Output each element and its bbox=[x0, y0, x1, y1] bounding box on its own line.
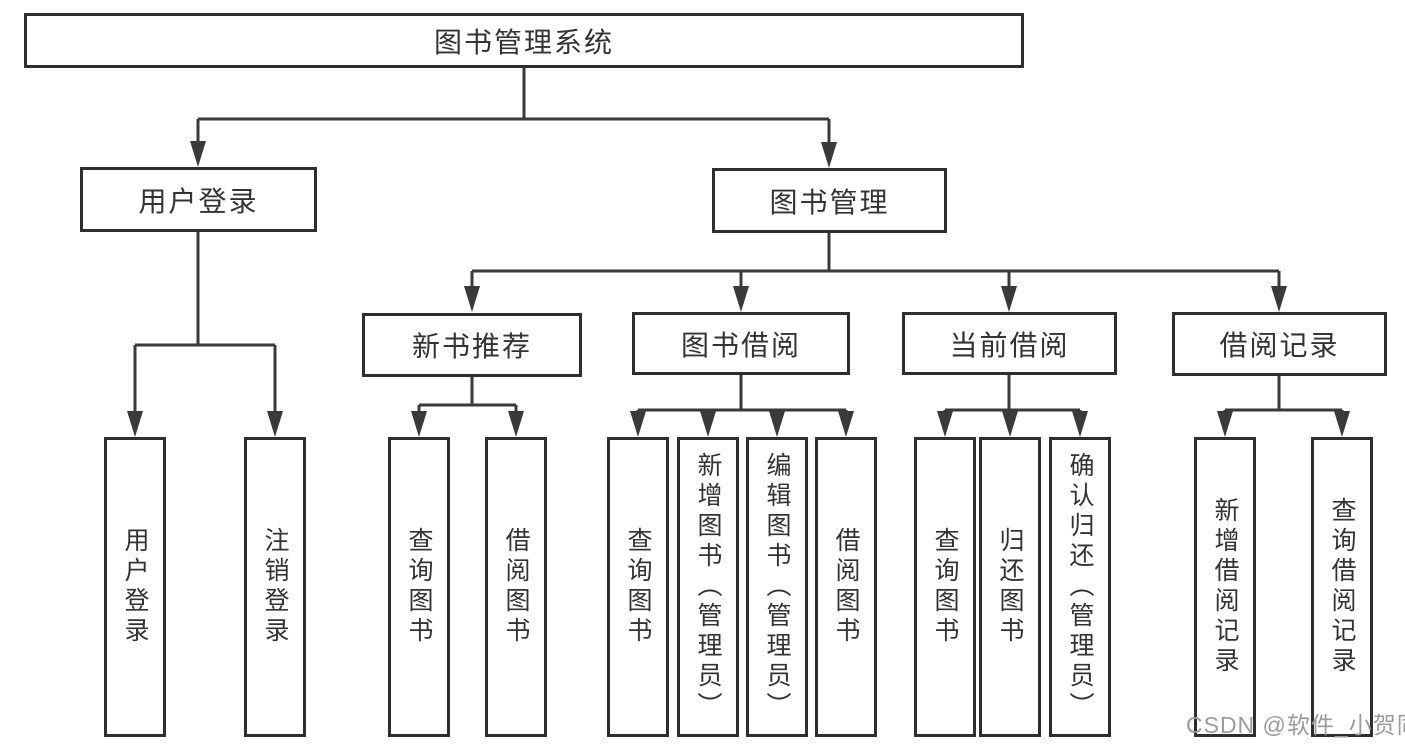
node-user-login-label: 用户登录 bbox=[138, 185, 259, 217]
leaf-edit-book-admin: 编辑图书（管理员） bbox=[746, 437, 808, 737]
leaf-query-books-current-label: 查询图书 bbox=[931, 527, 959, 647]
leaf-edit-book-admin-label: 编辑图书（管理员） bbox=[763, 452, 791, 722]
leaf-add-book-admin: 新增图书（管理员） bbox=[677, 437, 739, 737]
node-book-borrowing: 图书借阅 bbox=[632, 312, 850, 375]
leaf-confirm-return-admin: 确认归还（管理员） bbox=[1049, 437, 1111, 737]
node-root-label: 图书管理系统 bbox=[433, 26, 614, 58]
leaf-return-book: 归还图书 bbox=[979, 437, 1041, 737]
leaf-query-books-current: 查询图书 bbox=[914, 437, 976, 737]
node-borrowing-records-label: 借阅记录 bbox=[1219, 330, 1340, 361]
leaf-query-books-recommend: 查询图书 bbox=[388, 437, 450, 737]
leaf-query-books-recommend-label: 查询图书 bbox=[405, 527, 433, 647]
leaf-borrow-books-recommend: 借阅图书 bbox=[485, 437, 547, 737]
leaf-borrow-books-label: 借阅图书 bbox=[832, 527, 860, 647]
leaf-query-books-borrowing: 查询图书 bbox=[607, 437, 669, 737]
node-new-book-recommendation-label: 新书推荐 bbox=[411, 331, 532, 362]
leaf-logout: 注销登录 bbox=[244, 437, 306, 737]
leaf-query-borrow-record: 查询借阅记录 bbox=[1311, 437, 1373, 737]
node-current-borrowing-label: 当前借阅 bbox=[949, 329, 1070, 361]
leaf-borrow-books-recommend-label: 借阅图书 bbox=[502, 527, 530, 647]
node-new-book-recommendation: 新书推荐 bbox=[362, 313, 582, 377]
leaf-user-login: 用户登录 bbox=[104, 437, 166, 737]
arrowheads bbox=[127, 141, 1350, 437]
node-user-login: 用户登录 bbox=[80, 167, 317, 232]
leaf-query-books-borrowing-label: 查询图书 bbox=[624, 527, 652, 647]
leaf-add-borrow-record-label: 新增借阅记录 bbox=[1211, 497, 1239, 677]
node-current-borrowing: 当前借阅 bbox=[902, 312, 1117, 375]
leaf-add-book-admin-label: 新增图书（管理员） bbox=[694, 452, 722, 722]
node-book-management: 图书管理 bbox=[712, 168, 947, 233]
leaf-return-book-label: 归还图书 bbox=[996, 527, 1024, 647]
csdn-watermark: CSDN @软件_小贺同学 bbox=[1186, 712, 1405, 738]
leaf-confirm-return-admin-label: 确认归还（管理员） bbox=[1066, 452, 1094, 722]
node-root: 图书管理系统 bbox=[24, 13, 1024, 68]
node-book-borrowing-label: 图书借阅 bbox=[680, 329, 801, 361]
leaf-borrow-books: 借阅图书 bbox=[815, 437, 877, 737]
node-book-management-label: 图书管理 bbox=[769, 186, 890, 218]
leaf-logout-label: 注销登录 bbox=[261, 527, 289, 647]
node-borrowing-records: 借阅记录 bbox=[1172, 312, 1387, 376]
leaf-query-borrow-record-label: 查询借阅记录 bbox=[1328, 497, 1356, 677]
leaf-add-borrow-record: 新增借阅记录 bbox=[1194, 437, 1256, 737]
leaf-user-login-label: 用户登录 bbox=[121, 527, 149, 647]
